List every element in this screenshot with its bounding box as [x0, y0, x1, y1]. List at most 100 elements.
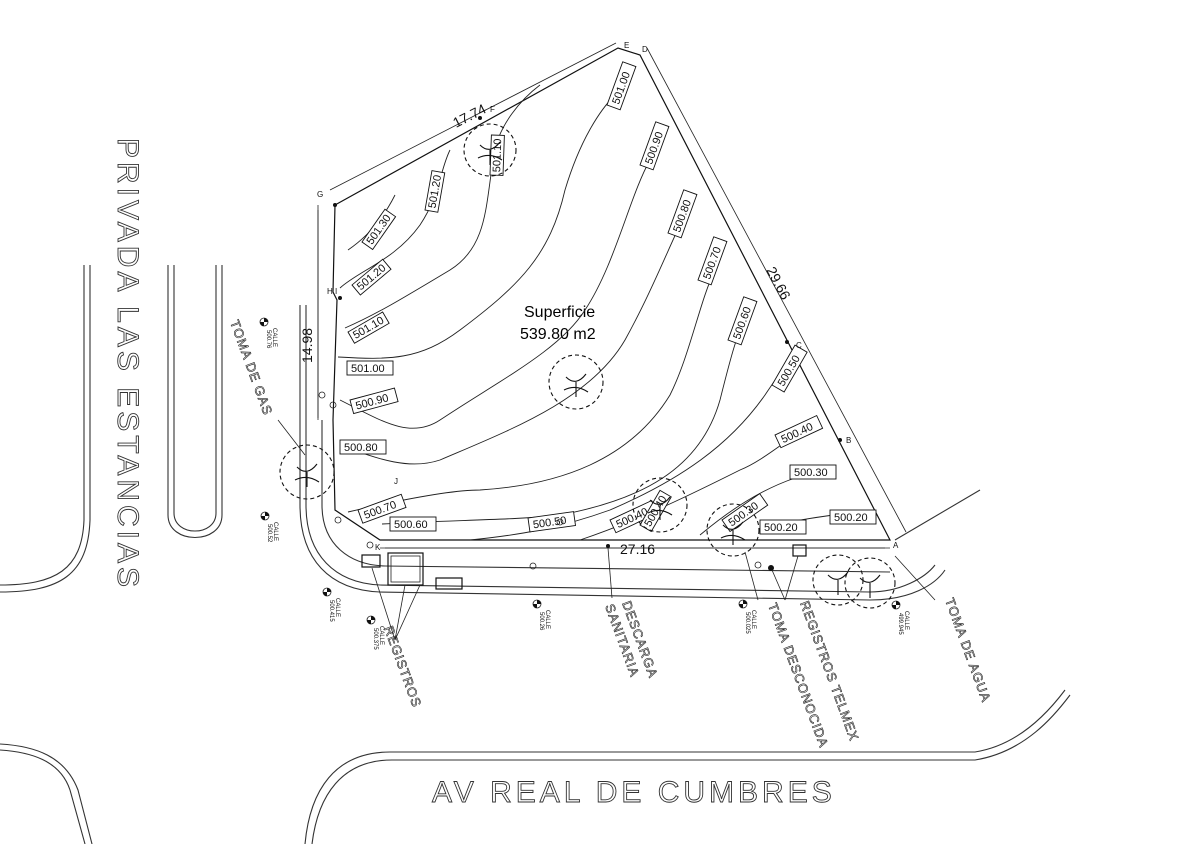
area-value: 539.80 m2	[520, 326, 596, 343]
calle-mark: CALLE 500.025	[738, 599, 756, 634]
contour-tag-text: 501.30	[365, 213, 394, 247]
trees	[279, 123, 896, 609]
contour-501-00	[337, 94, 616, 359]
tree-symbol	[463, 123, 517, 177]
contour-tag: 500.80	[339, 439, 387, 455]
contour-lines	[337, 84, 861, 541]
vertex-g: G	[317, 190, 323, 199]
vertex-k: K	[375, 543, 381, 552]
dim-left-label: 14.98	[299, 328, 315, 363]
contour-tags: 501.00 500.90 500.80 500.70 500.60 500.5…	[339, 61, 877, 535]
calle-marks: CALLE 500.76 CALLE 500.52 CALLE 500.415 …	[259, 317, 909, 650]
contour-500-60	[381, 319, 746, 525]
contour-tag: 501.20	[424, 170, 446, 213]
vertex-d: D	[642, 45, 648, 54]
level-mark	[334, 516, 342, 524]
calle-word: CALLE	[378, 626, 384, 645]
calle-word: CALLE	[271, 328, 277, 347]
calle-word: CALLE	[750, 610, 756, 629]
calle-value: 500.26	[538, 612, 544, 631]
dim-right-line	[646, 47, 907, 533]
contour-tag: 500.30	[789, 464, 837, 480]
right-edge-road	[894, 489, 981, 541]
registro-box-large-inner	[390, 555, 421, 583]
area-label: Superficie	[524, 304, 595, 321]
vertex-marker	[338, 296, 342, 300]
contour-tag: 501.00	[606, 61, 637, 111]
utility-boxes	[361, 544, 807, 590]
contour-tag: 501.20	[351, 258, 392, 296]
calle-mark: CALLE 500.26	[532, 599, 550, 631]
leader-toma-desconocida	[744, 551, 759, 601]
avenida-top-curb-inner	[0, 743, 93, 844]
vertex-b: B	[846, 436, 851, 445]
leader-toma-agua	[894, 555, 936, 601]
contour-500-30	[699, 477, 796, 536]
tree-symbol	[706, 503, 760, 557]
descarga-box	[435, 577, 463, 590]
contour-tag: 500.50	[527, 511, 577, 533]
level-mark	[556, 518, 564, 526]
toma-desconocida-point	[768, 565, 774, 571]
dim-bottom-label: 27.16	[620, 541, 655, 557]
calle-mark: CALLE 500.375	[366, 615, 384, 650]
calle-value: 500.025	[744, 612, 750, 634]
vertex-marker	[606, 544, 610, 548]
leader-telmex-2	[784, 555, 799, 601]
vertex-e: E	[624, 41, 629, 50]
median-island-inner	[173, 265, 217, 532]
registros-label: REGISTROS	[381, 624, 424, 710]
median-island	[167, 265, 223, 538]
avenida-top-curb	[0, 749, 86, 844]
vertex-marker	[478, 116, 482, 120]
registro-box-large	[387, 552, 424, 586]
level-mark	[754, 561, 762, 569]
dimension-lines	[317, 42, 907, 549]
contour-tag: 500.20	[829, 509, 877, 525]
vertex-marker	[838, 438, 842, 442]
vertex-labels: A B C D E F G H I J K	[317, 41, 899, 552]
contour-tag-text: 500.20	[764, 522, 798, 534]
tree-symbol	[844, 557, 896, 609]
level-mark	[366, 541, 374, 549]
contour-tag-text: 500.20	[834, 512, 868, 524]
calle-mark: CALLE 499.945	[891, 600, 909, 635]
calle-value: 500.52	[266, 524, 272, 543]
leader-registros-2	[394, 584, 406, 641]
avenida-street-name: AV REAL DE CUMBRES	[432, 776, 836, 809]
calle-word: CALLE	[544, 610, 550, 629]
contour-tag: 500.40	[774, 414, 824, 449]
contour-500-80	[339, 224, 681, 465]
calle-mark: CALLE 500.76	[259, 317, 277, 349]
calle-word: CALLE	[272, 522, 278, 541]
privada-curb-inner	[0, 265, 85, 586]
privada-street-name: PRIVADA LAS ESTANCIAS	[111, 138, 144, 591]
toma-desconocida-label: TOMA DESCONOCIDA	[765, 601, 831, 750]
calle-mark: CALLE 500.415	[322, 587, 340, 622]
dim-right-label: 29.66	[763, 264, 794, 303]
leader-lines	[277, 419, 936, 641]
contour-500-90	[339, 159, 651, 429]
dim-top-line	[329, 42, 617, 191]
curb-line	[321, 420, 891, 573]
vertex-f: F	[490, 105, 495, 114]
sidewalk-outer	[299, 305, 946, 601]
level-mark	[329, 401, 337, 409]
leader-toma-gas	[277, 419, 306, 456]
contour-tag-text: 500.60	[394, 519, 428, 531]
contour-tag-text: 501.20	[427, 174, 445, 209]
level-mark	[529, 562, 537, 570]
contour-tag: 500.90	[349, 387, 399, 415]
contour-501-20	[339, 149, 451, 289]
contour-tag: 500.90	[639, 121, 670, 171]
interior-level-marks	[318, 391, 762, 570]
contour-tag: 501.30	[361, 208, 397, 251]
avenida-bottom-curb	[304, 689, 1066, 844]
contour-tag-text: 500.50	[532, 515, 567, 532]
contour-tag-text: 501.00	[351, 363, 385, 375]
leader-registros-3	[394, 584, 421, 641]
vertex-h: H	[327, 287, 333, 296]
contour-tag: 500.70	[357, 493, 407, 524]
vertex-c: C	[796, 341, 802, 350]
